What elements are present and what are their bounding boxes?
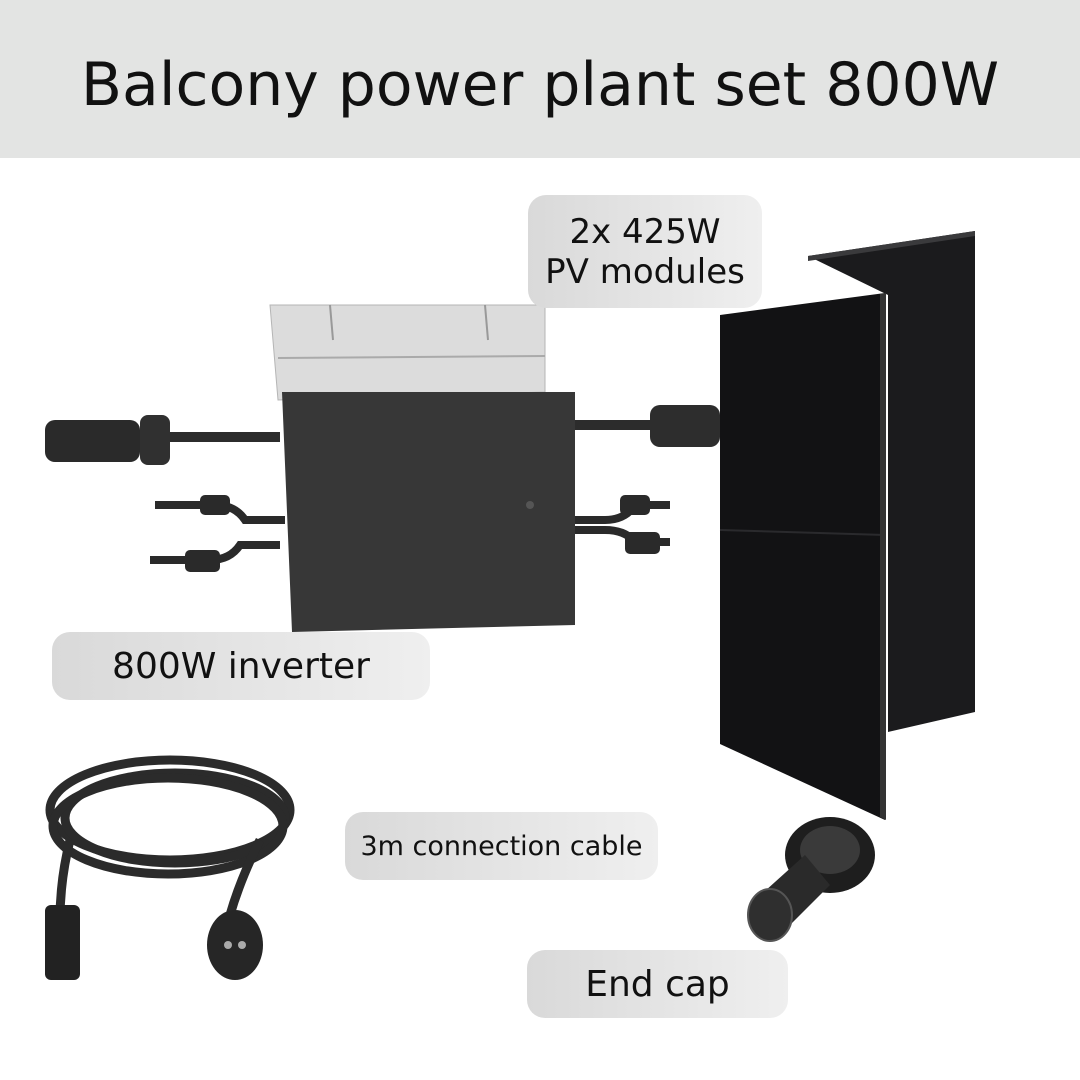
cable-label-text: 3m connection cable: [360, 830, 643, 862]
pv-modules-label: 2x 425W PV modules: [528, 195, 762, 308]
inverter-image: [45, 304, 720, 632]
pv-modules-label-line1: 2x 425W: [569, 211, 721, 252]
end-cap-label: End cap: [527, 950, 788, 1018]
end-cap-image: [747, 817, 875, 942]
page-title: Balcony power plant set 800W: [80, 50, 1000, 120]
pv-module-front: [719, 293, 886, 820]
title-banner: [0, 0, 1080, 158]
end-cap-label-text: End cap: [585, 963, 730, 1005]
inverter-label: 800W inverter: [52, 632, 430, 700]
cable-label: 3m connection cable: [345, 812, 658, 880]
pv-module-back: [808, 231, 975, 732]
pv-modules-label-line2: PV modules: [545, 251, 745, 292]
connection-cable-image: [45, 755, 295, 980]
inverter-label-text: 800W inverter: [112, 645, 370, 687]
